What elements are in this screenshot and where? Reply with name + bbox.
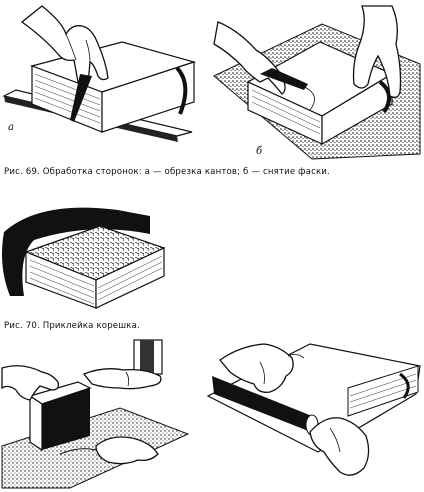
fig69-caption: Рис. 69. Обработка сторонок: а — обрезка… [4, 167, 330, 177]
bottom-right-illustration [200, 336, 422, 486]
bottom-left-illustration [0, 338, 190, 490]
fig70-caption: Рис. 70. Приклейка корешка. [4, 321, 140, 331]
fig69-panel-a-label: а [8, 122, 14, 133]
fig69b-illustration [212, 4, 422, 160]
fig69-panel-b-label: б [256, 146, 263, 157]
fig70-illustration [0, 196, 180, 314]
fig69a-illustration [2, 4, 207, 154]
